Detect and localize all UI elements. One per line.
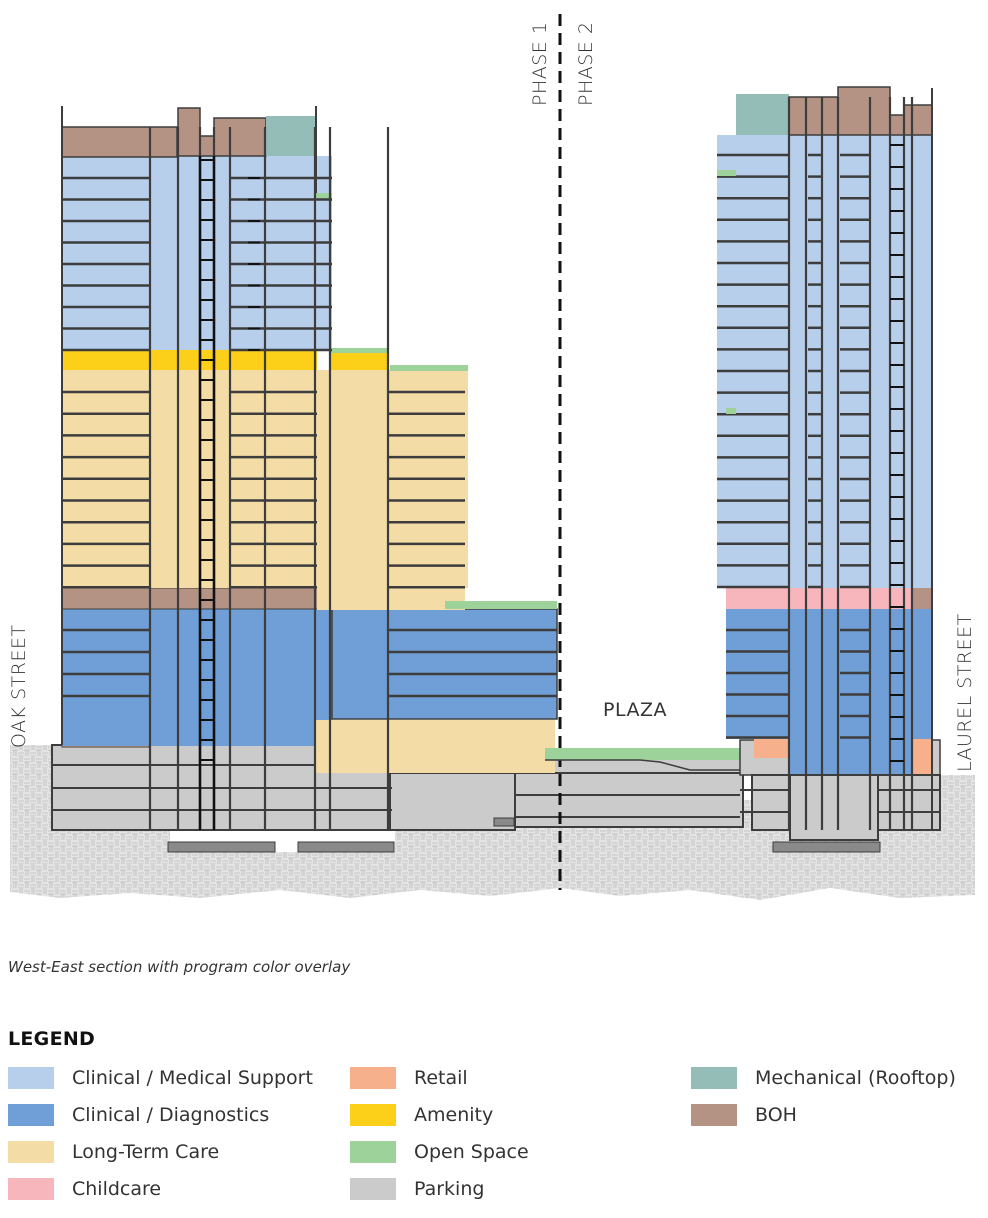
legend-item-retail: Retail	[350, 1066, 468, 1090]
plaza-label: PLAZA	[603, 699, 667, 721]
swatch-clinical-diagnostics	[8, 1104, 54, 1126]
legend-item-clinical-support: Clinical / Medical Support	[8, 1066, 313, 1090]
oak-street-label: OAK STREET	[8, 624, 30, 748]
swatch-boh	[691, 1104, 737, 1126]
legend-item-childcare: Childcare	[8, 1177, 161, 1201]
swatch-clinical-support	[8, 1067, 54, 1089]
phase-1-label: PHASE 1	[529, 21, 551, 106]
legend-item-open-space: Open Space	[350, 1140, 529, 1164]
legend-item-clinical-diagnostics: Clinical / Diagnostics	[8, 1103, 269, 1127]
swatch-mechanical	[691, 1067, 737, 1089]
legend-item-mechanical: Mechanical (Rooftop)	[691, 1066, 956, 1090]
swatch-open-space	[350, 1141, 396, 1163]
legend-item-parking: Parking	[350, 1177, 484, 1201]
swatch-retail	[350, 1067, 396, 1089]
legend-item-amenity: Amenity	[350, 1103, 493, 1127]
section-svg	[10, 14, 975, 900]
figure-caption: West-East section with program color ove…	[8, 958, 351, 976]
laurel-street-label: LAUREL STREET	[954, 613, 976, 772]
swatch-long-term-care	[8, 1141, 54, 1163]
legend-item-boh: BOH	[691, 1103, 797, 1127]
swatch-childcare	[8, 1178, 54, 1200]
phase-2-label: PHASE 2	[575, 21, 597, 106]
legend-item-long-term-care: Long-Term Care	[8, 1140, 219, 1164]
building-section-drawing	[10, 14, 975, 900]
legend: Clinical / Medical Support Clinical / Di…	[8, 1062, 988, 1212]
legend-title: LEGEND	[8, 1028, 96, 1050]
swatch-parking	[350, 1178, 396, 1200]
swatch-amenity	[350, 1104, 396, 1126]
